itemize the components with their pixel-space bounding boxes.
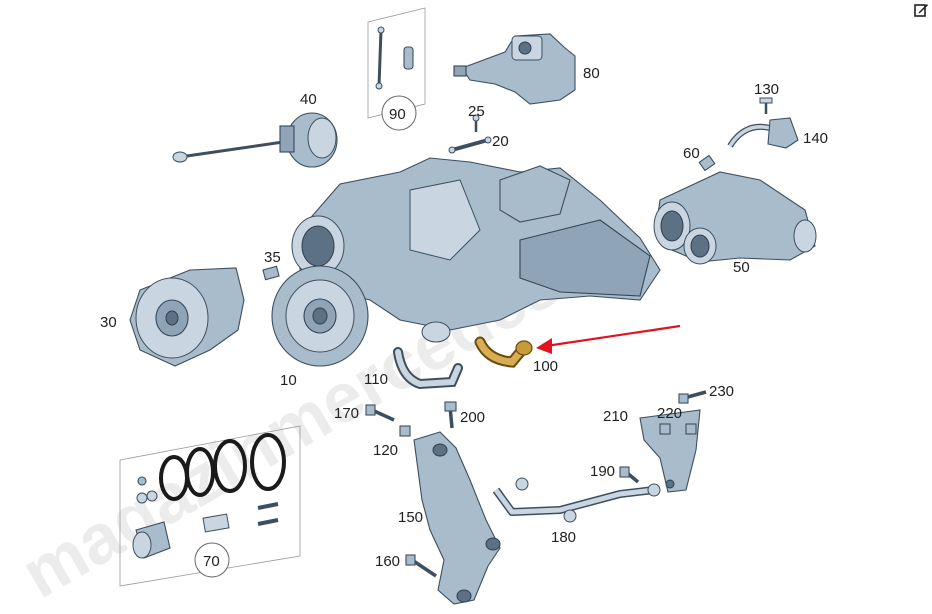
part-230[interactable]	[678, 390, 707, 404]
part-160[interactable]	[405, 554, 437, 578]
part-80[interactable]	[453, 33, 576, 105]
label-160: 160	[375, 553, 400, 570]
part-35[interactable]	[262, 265, 280, 281]
part-150[interactable]	[413, 431, 501, 605]
label-30: 30	[100, 314, 117, 331]
label-230: 230	[709, 383, 734, 400]
part-40[interactable]	[172, 112, 338, 168]
part-130[interactable]	[759, 97, 773, 114]
part-120[interactable]	[399, 425, 411, 437]
part-190[interactable]	[619, 466, 640, 484]
label-180: 180	[551, 529, 576, 546]
label-10: 10	[280, 372, 297, 389]
label-35: 35	[264, 249, 281, 266]
part-200[interactable]	[444, 401, 457, 429]
label-80: 80	[583, 65, 600, 82]
label-200: 200	[460, 409, 485, 426]
part-220[interactable]	[659, 423, 697, 435]
label-130: 130	[754, 81, 779, 98]
label-40: 40	[300, 91, 317, 108]
label-50: 50	[733, 259, 750, 276]
edit-icon-glyph	[914, 4, 928, 17]
part-100[interactable]	[474, 336, 533, 368]
label-220: 220	[657, 405, 682, 422]
part-170[interactable]	[365, 404, 395, 422]
part-10[interactable]	[271, 157, 661, 367]
label-190: 190	[590, 463, 615, 480]
part-70[interactable]	[119, 425, 301, 587]
label-20: 20	[492, 133, 509, 150]
part-110[interactable]	[393, 347, 463, 390]
part-20[interactable]	[448, 136, 492, 154]
part-60[interactable]	[698, 154, 716, 172]
label-210: 210	[603, 408, 628, 425]
part-140[interactable]	[727, 117, 799, 149]
label-25: 25	[468, 103, 485, 120]
label-90: 90	[389, 106, 406, 123]
label-150: 150	[398, 509, 423, 526]
pointer-arrow	[536, 324, 681, 354]
edit-icon[interactable]	[913, 2, 929, 18]
part-210[interactable]	[639, 409, 701, 493]
part-180[interactable]	[492, 477, 661, 523]
label-60: 60	[683, 145, 700, 162]
label-140: 140	[803, 130, 828, 147]
label-110: 110	[364, 371, 388, 388]
part-50[interactable]	[653, 171, 817, 265]
part-25[interactable]	[472, 114, 480, 132]
label-70: 70	[203, 553, 220, 570]
part-90[interactable]	[367, 7, 426, 131]
label-120: 120	[373, 442, 398, 459]
part-30[interactable]	[129, 267, 245, 367]
label-100: 100	[533, 358, 558, 375]
label-170: 170	[334, 405, 359, 422]
